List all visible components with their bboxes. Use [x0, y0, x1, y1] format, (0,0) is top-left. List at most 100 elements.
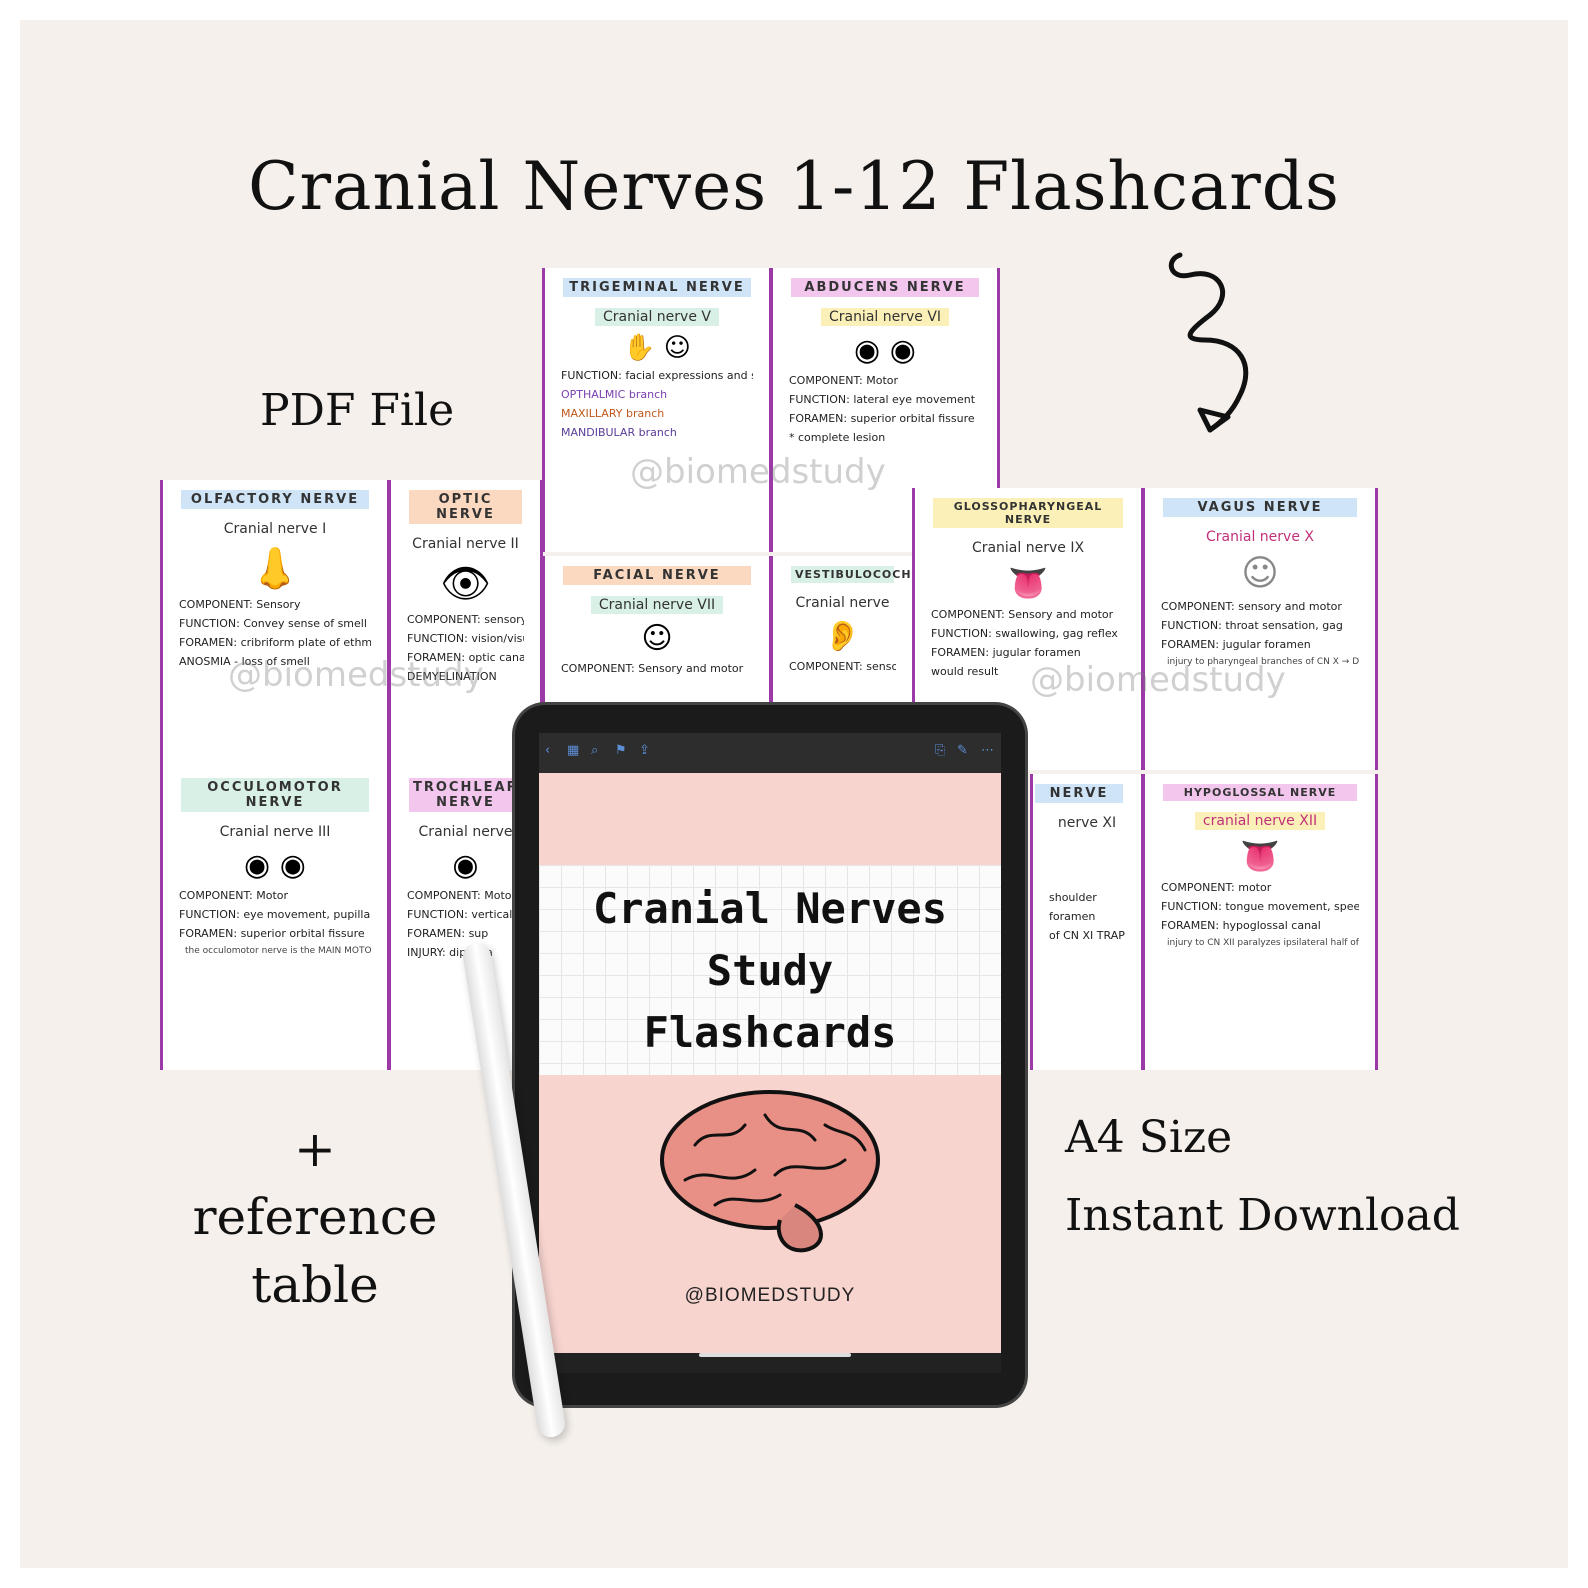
nose-icon: 👃 [250, 546, 300, 592]
tablet-screen: ‹ ▦ ⌕ ⚑ ⇪ ⎘ ✎ ⋯ Cranial Nerves Study Fla… [539, 733, 1001, 1373]
ear-icon: 👂 [823, 619, 862, 654]
card-line: FUNCTION: lateral eye movement [789, 393, 976, 406]
card-header: HYPOGLOSSAL NERVE [1163, 784, 1357, 801]
cover-bottom-band: @BIOMEDSTUDY [539, 1075, 1001, 1353]
eye-icon: 👁 [440, 561, 491, 607]
face-icon: ☺ [641, 621, 673, 656]
card-line: FUNCTION: vision/visual [407, 632, 524, 645]
brain-icon [660, 1090, 880, 1253]
card-olfactory: OLFACTORY NERVE Cranial nerve I 👃 COMPON… [160, 480, 390, 770]
card-subtitle: Cranial nerve III [219, 824, 331, 840]
card-header: TRIGEMINAL NERVE [563, 278, 751, 297]
card-subtitle: Cranial nerve [795, 595, 890, 611]
card-line: MAXILLARY branch [561, 407, 665, 420]
card-header: OPTIC NERVE [409, 490, 522, 524]
card-subtitle: Cranial nerve IX [971, 540, 1085, 556]
eye-icon: ◉ [452, 848, 479, 883]
card-line: FUNCTION: vertical [407, 908, 513, 921]
card-subtitle: Cranial nerve VII [590, 596, 724, 614]
card-line: FUNCTION: eye movement, pupillary dilati… [179, 908, 371, 921]
card-line: COMPONENT: Motor [407, 889, 517, 902]
card-header: FACIAL NERVE [563, 566, 751, 585]
card-vestibulocochlear: VESTIBULOCOCHLEAR Cranial nerve 👂 COMPON… [770, 556, 915, 716]
pdf-file-label: PDF File [260, 385, 455, 436]
card-line: MANDIBULAR branch [561, 426, 677, 439]
toolbar: ‹ ▦ ⌕ ⚑ ⇪ ⎘ ✎ ⋯ [539, 733, 1001, 773]
home-indicator [699, 1353, 851, 1357]
back-icon[interactable]: ‹ [545, 743, 551, 758]
card-header: VAGUS NERVE [1163, 498, 1357, 517]
card-line: ANOSMIA - loss of smell [179, 655, 310, 668]
cover-grid-band [539, 865, 1001, 1075]
card-header: NERVE [1035, 784, 1123, 803]
card-header: GLOSSOPHARYNGEAL NERVE [933, 498, 1123, 528]
cover-top-band [539, 773, 1001, 865]
card-note: injury to pharyngeal branches of CN X → … [1167, 657, 1359, 667]
card-line: FORAMEN: jugular foramen [931, 646, 1081, 659]
card-hypoglossal: HYPOGLOSSAL NERVE cranial nerve XII 👅 CO… [1142, 774, 1378, 1070]
card-line: FORAMEN: hypoglossal canal [1161, 919, 1321, 932]
card-vagus: VAGUS NERVE Cranial nerve X ☺ COMPONENT:… [1142, 488, 1378, 770]
card-accessory: NERVE nerve XI shoulder foramen of CN XI… [1030, 774, 1144, 1070]
grid-icon[interactable]: ▦ [567, 743, 580, 758]
card-header: ABDUCENS NERVE [791, 278, 979, 297]
card-line: COMPONENT: Sensory [179, 598, 301, 611]
card-line: COMPONENT: Motor [179, 889, 289, 902]
card-line: FORAMEN: superior orbital fissure [179, 927, 365, 940]
card-line: COMPONENT: sensory and motor [1161, 600, 1342, 613]
card-facial: FACIAL NERVE Cranial nerve VII ☺ COMPONE… [542, 556, 772, 716]
hand-face-icon: ✋ ☺ [623, 333, 691, 363]
cover-title-line-3: Flashcards [643, 1008, 897, 1057]
card-note: injury to CN XII paralyzes ipsilateral h… [1167, 938, 1359, 948]
card-line: FUNCTION: facial expressions and sensati… [561, 369, 753, 382]
card-line: * complete lesion [789, 431, 886, 444]
card-subtitle: Cranial nerve I [223, 521, 327, 537]
download-label: Instant Download [1065, 1190, 1460, 1241]
card-line: FUNCTION: throat sensation, gag [1161, 619, 1343, 632]
page-title: Cranial Nerves 1-12 Flashcards [248, 148, 1340, 225]
card-subtitle: nerve XI [1057, 815, 1117, 831]
reference-line-1: + reference [192, 1120, 438, 1246]
card-line: foramen [1049, 910, 1096, 923]
card-oculomotor: OCCULOMOTOR NERVE Cranial nerve III ◉ ◉ … [160, 768, 390, 1070]
export-icon[interactable]: ⎘ [935, 743, 946, 758]
eyes-icon: ◉ ◉ [244, 848, 306, 883]
card-header: VESTIBULOCOCHLEAR [791, 566, 912, 583]
size-label: A4 Size [1065, 1112, 1233, 1163]
card-line: FORAMEN: optic canal [407, 651, 524, 664]
card-line: FORAMEN: jugular foramen [1161, 638, 1311, 651]
curly-arrow-icon [1168, 252, 1249, 433]
card-line: FUNCTION: swallowing, gag reflex [931, 627, 1118, 640]
reference-line-2: table [251, 1256, 379, 1314]
card-line: FUNCTION: Convey sense of smell [179, 617, 367, 630]
card-trigeminal: TRIGEMINAL NERVE Cranial nerve V ✋ ☺ FUN… [542, 268, 772, 552]
card-line: OPTHALMIC branch [561, 388, 668, 401]
head-profile-icon: ☺ [1241, 553, 1279, 594]
card-line: would result [931, 665, 999, 678]
card-line: COMPONENT: motor [1161, 881, 1272, 894]
cover-title-line-1: Cranial Nerves [592, 884, 947, 933]
card-line: of CN XI TRAPEZIUS [1049, 929, 1125, 942]
more-icon[interactable]: ⋯ [981, 743, 994, 758]
card-line: COMPONENT: sensory [789, 660, 896, 673]
search-icon[interactable]: ⌕ [591, 743, 599, 758]
tongue-icon: 👅 [1008, 564, 1048, 602]
card-note: the occulomotor nerve is the MAIN MOTOR … [185, 946, 371, 956]
bookmark-icon[interactable]: ⚑ [615, 743, 627, 758]
brand-label: @BIOMEDSTUDY [684, 1285, 856, 1306]
card-line: FORAMEN: cribriform plate of ethmoid [179, 636, 371, 649]
watermark: @biomedstudy [630, 452, 886, 492]
card-subtitle: cranial nerve XII [1194, 812, 1326, 830]
eyes-icon: ◉ ◉ [854, 333, 916, 368]
card-line: COMPONENT: Sensory and motor [561, 662, 744, 675]
card-line: FORAMEN: sup [407, 927, 489, 940]
card-line: FORAMEN: superior orbital fissure [789, 412, 975, 425]
tongue-icon: 👅 [1240, 837, 1280, 875]
card-subtitle: Cranial nerve [418, 824, 513, 840]
card-header: OLFACTORY NERVE [181, 490, 369, 509]
card-subtitle: Cranial nerve V [595, 308, 719, 326]
cover-title: Cranial Nerves Study Flashcards [539, 878, 1001, 1064]
share-icon[interactable]: ⇪ [639, 743, 650, 758]
markup-icon[interactable]: ✎ [957, 743, 968, 758]
reference-table-label: + reference table [180, 1115, 450, 1319]
